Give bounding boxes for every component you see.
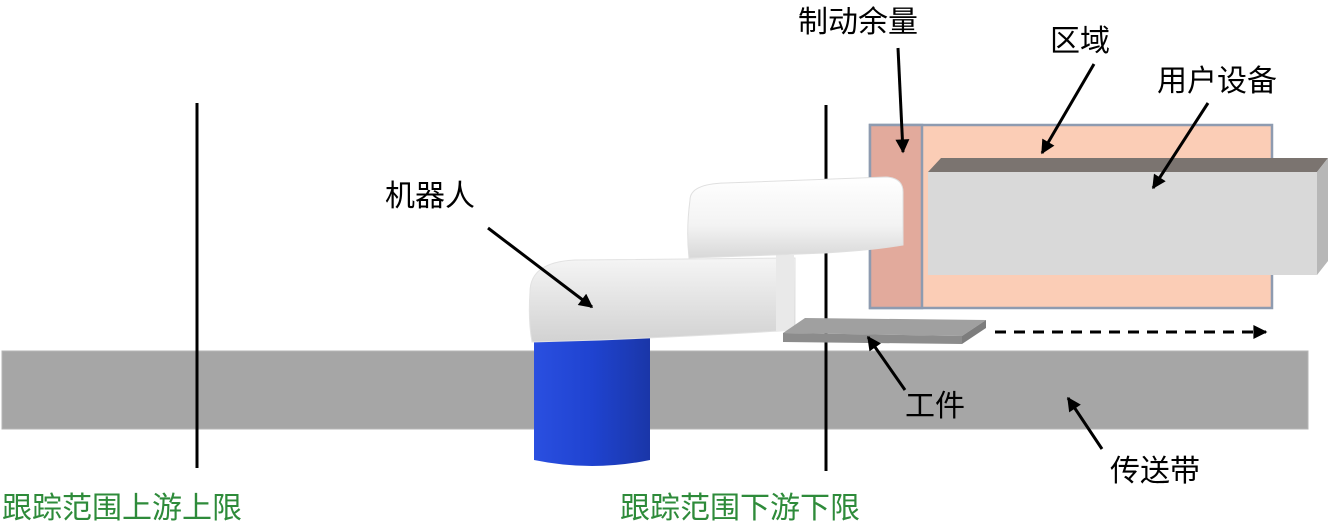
region-label: 区域 <box>1050 24 1110 59</box>
robot-lower-arm <box>528 257 796 343</box>
workpiece <box>783 318 986 344</box>
robot-arm-joint <box>776 255 794 331</box>
brake-margin-arrow <box>895 47 910 154</box>
upstream-limit-label: 跟踪范围上游上限 <box>2 491 242 526</box>
workpiece-label: 工件 <box>905 389 965 424</box>
conveyor-arrow <box>1066 396 1104 450</box>
region-arrow <box>1040 63 1096 155</box>
user-device-side-face <box>1317 158 1328 275</box>
scara-robot <box>528 176 904 466</box>
workpiece-side-face <box>962 320 986 344</box>
conveyor-label: 传送带 <box>1110 454 1200 489</box>
robot-upper-arm <box>687 176 904 259</box>
workpiece-top-face <box>783 318 986 336</box>
user-device-label: 用户设备 <box>1157 64 1277 99</box>
user-device <box>928 158 1328 275</box>
user-device-front-face <box>928 172 1317 275</box>
robot-label: 机器人 <box>385 179 475 214</box>
user-device-arrow <box>1151 102 1210 190</box>
conveyor-belt <box>1 350 1309 430</box>
robot-arrow <box>487 226 594 309</box>
workpiece-arrow <box>866 335 907 391</box>
user-device-top-face <box>928 158 1328 172</box>
robot-base <box>534 338 650 466</box>
brake-margin-label: 制动余量 <box>798 5 918 40</box>
downstream-limit-label: 跟踪范围下游下限 <box>620 491 860 526</box>
